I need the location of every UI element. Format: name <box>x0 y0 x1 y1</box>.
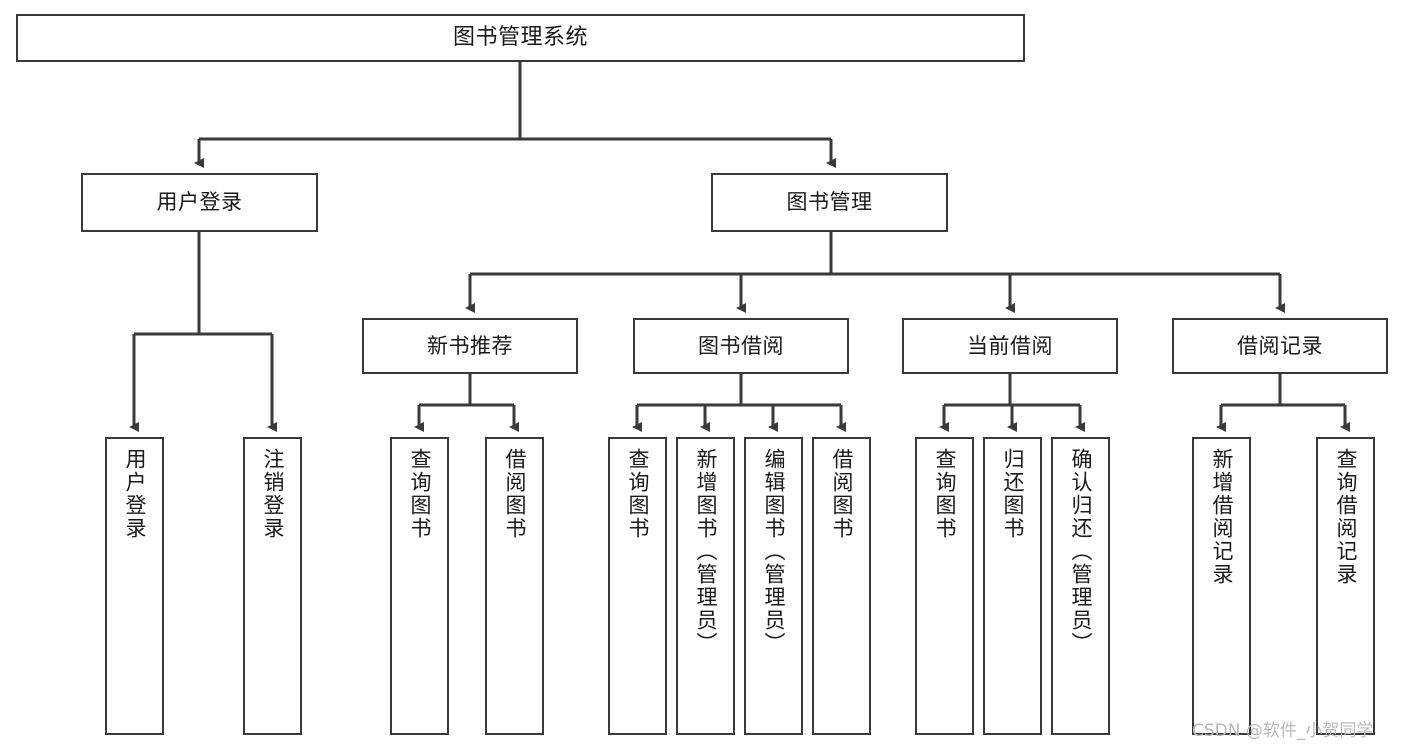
node-leaf-return-book[interactable]: 归还图书 <box>983 437 1042 735</box>
node-leaf-borrow-book-2-label: 借阅图书 <box>830 448 854 540</box>
node-leaf-logout-label: 注销登录 <box>261 448 285 540</box>
node-leaf-query-book-3-label: 查询图书 <box>933 448 957 540</box>
node-root-label: 图书管理系统 <box>452 25 588 51</box>
node-new-book-recommend-label: 新书推荐 <box>427 333 513 358</box>
node-leaf-edit-book-label: 编辑图书（管理员） <box>762 448 786 655</box>
node-borrow-record-label: 借阅记录 <box>1237 333 1323 358</box>
node-current-borrow[interactable]: 当前借阅 <box>902 318 1118 374</box>
node-leaf-query-book-2-label: 查询图书 <box>626 448 650 540</box>
node-book-borrow[interactable]: 图书借阅 <box>633 318 849 374</box>
node-leaf-borrow-book-1-label: 借阅图书 <box>503 448 527 540</box>
csdn-watermark: CSDN @软件_小贺同学 <box>1192 721 1374 741</box>
node-leaf-add-book[interactable]: 新增图书（管理员） <box>676 437 735 735</box>
node-root[interactable]: 图书管理系统 <box>16 14 1025 62</box>
node-borrow-record[interactable]: 借阅记录 <box>1172 318 1388 374</box>
node-new-book-recommend[interactable]: 新书推荐 <box>362 318 578 374</box>
node-leaf-return-book-label: 归还图书 <box>1001 448 1025 540</box>
node-leaf-user-login[interactable]: 用户登录 <box>105 437 164 735</box>
node-leaf-query-book-3[interactable]: 查询图书 <box>915 437 974 735</box>
node-leaf-borrow-book-1[interactable]: 借阅图书 <box>485 437 544 735</box>
node-leaf-borrow-book-2[interactable]: 借阅图书 <box>812 437 871 735</box>
node-leaf-logout[interactable]: 注销登录 <box>243 437 302 735</box>
node-leaf-query-record[interactable]: 查询借阅记录 <box>1316 437 1375 735</box>
node-leaf-add-record-label: 新增借阅记录 <box>1210 448 1234 586</box>
node-leaf-confirm-return-label: 确认归还（管理员） <box>1069 448 1093 655</box>
node-leaf-edit-book[interactable]: 编辑图书（管理员） <box>744 437 803 735</box>
node-user-login-label: 用户登录 <box>156 190 243 215</box>
node-leaf-user-login-label: 用户登录 <box>123 448 147 540</box>
node-leaf-confirm-return[interactable]: 确认归还（管理员） <box>1051 437 1110 735</box>
node-leaf-add-book-label: 新增图书（管理员） <box>694 448 718 655</box>
node-leaf-query-book-1-label: 查询图书 <box>408 448 432 540</box>
node-leaf-add-record[interactable]: 新增借阅记录 <box>1192 437 1251 735</box>
node-book-borrow-label: 图书借阅 <box>698 333 784 358</box>
node-leaf-query-record-label: 查询借阅记录 <box>1334 448 1358 586</box>
node-leaf-query-book-1[interactable]: 查询图书 <box>390 437 449 735</box>
node-book-manage[interactable]: 图书管理 <box>711 173 948 232</box>
node-current-borrow-label: 当前借阅 <box>967 333 1053 358</box>
node-leaf-query-book-2[interactable]: 查询图书 <box>608 437 667 735</box>
node-book-manage-label: 图书管理 <box>786 190 873 215</box>
node-user-login[interactable]: 用户登录 <box>81 173 318 232</box>
